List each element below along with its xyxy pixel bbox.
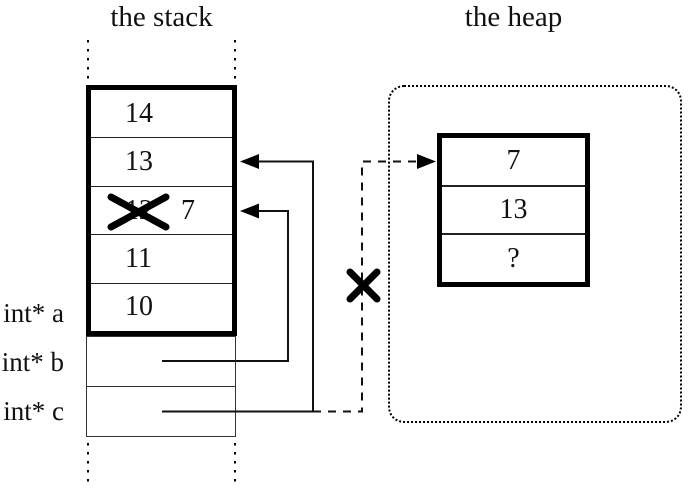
- stack-cell: 14: [91, 90, 232, 139]
- stack-cell-value: 13: [125, 146, 153, 178]
- heap-frame: 7 13 ?: [437, 133, 590, 287]
- stack-cell-crossed: 12 7: [91, 187, 232, 236]
- heap-cell-value: ?: [507, 242, 520, 274]
- pointer-label-b: int* b: [1, 347, 64, 377]
- arrowhead-left-icon: [240, 154, 259, 169]
- pointer-slot-c-cell: [87, 387, 235, 436]
- stack-cell-old-value: 12: [125, 194, 153, 226]
- stack-cell-value: 14: [125, 97, 153, 129]
- stack-dotted-guide-bottom-right: [234, 443, 236, 487]
- heap-cell: ?: [442, 235, 585, 282]
- stack-cell: 10: [91, 284, 232, 331]
- stack-pointer-slots-frame: [86, 336, 236, 437]
- heap-title: the heap: [464, 1, 563, 33]
- stack-cell: 11: [91, 235, 232, 284]
- pointer-label-c: int* c: [3, 396, 64, 426]
- stack-dotted-guide-bottom-left: [87, 443, 89, 487]
- stack-dotted-guide-top-left: [87, 40, 89, 84]
- heap-cell: 13: [442, 187, 585, 236]
- stack-cell-value: 10: [125, 291, 153, 323]
- stack-cell-new-value: 7: [181, 194, 195, 226]
- stack-dotted-guide-top-right: [234, 40, 236, 84]
- stack-title: the stack: [110, 1, 213, 33]
- pointer-label-a: int* a: [3, 298, 64, 328]
- heap-cell: 7: [442, 138, 585, 187]
- invalid-pointer-x-icon: [346, 268, 381, 303]
- heap-cell-value: 13: [499, 194, 528, 225]
- stack-cell-value: 11: [125, 242, 152, 274]
- heap-cell-value: 7: [506, 145, 521, 177]
- stack-cell: 13: [91, 138, 232, 187]
- pointer-slot-b-cell: [87, 337, 235, 387]
- stack-frame: 14 13 12 7 11 10: [86, 85, 237, 336]
- arrowhead-left-icon: [240, 203, 259, 219]
